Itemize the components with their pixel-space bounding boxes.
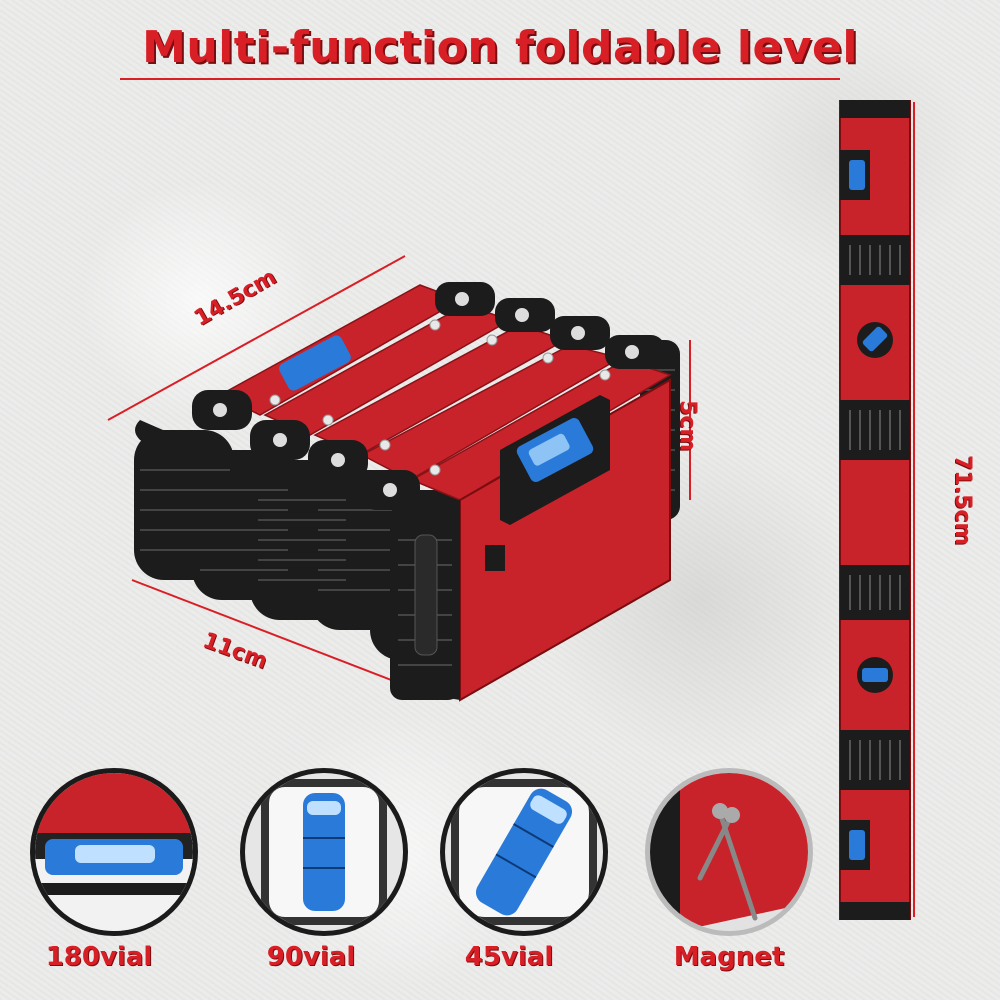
dimension-line-width: [131, 579, 431, 696]
angled-vial-icon: [451, 779, 597, 925]
feature-circle-180-vial: [30, 768, 198, 936]
folded-level-product-image: [107, 255, 691, 702]
feature-label-magnet: Magnet: [673, 942, 785, 972]
horizontal-vial-icon: [35, 773, 193, 931]
dimension-line-length: [107, 255, 406, 421]
magnet-screws-icon: [650, 773, 808, 931]
feature-circle-45-vial: [440, 768, 608, 936]
dimension-line-extended: [913, 102, 915, 917]
extended-level-product-image: [839, 100, 911, 920]
page-title: Multi-function foldable level: [142, 22, 858, 73]
feature-circle-magnet: [645, 768, 813, 936]
feature-circle-90-vial: [240, 768, 408, 936]
dimension-label-height: 5cm: [675, 400, 700, 452]
feature-label-45-vial: 45vial: [464, 942, 554, 972]
title-underline: [120, 78, 840, 80]
feature-label-90-vial: 90vial: [266, 942, 356, 972]
dimension-label-extended: 71.5cm: [950, 455, 975, 546]
vertical-vial-icon: [261, 779, 387, 925]
feature-label-180-vial: 180vial: [45, 942, 153, 972]
